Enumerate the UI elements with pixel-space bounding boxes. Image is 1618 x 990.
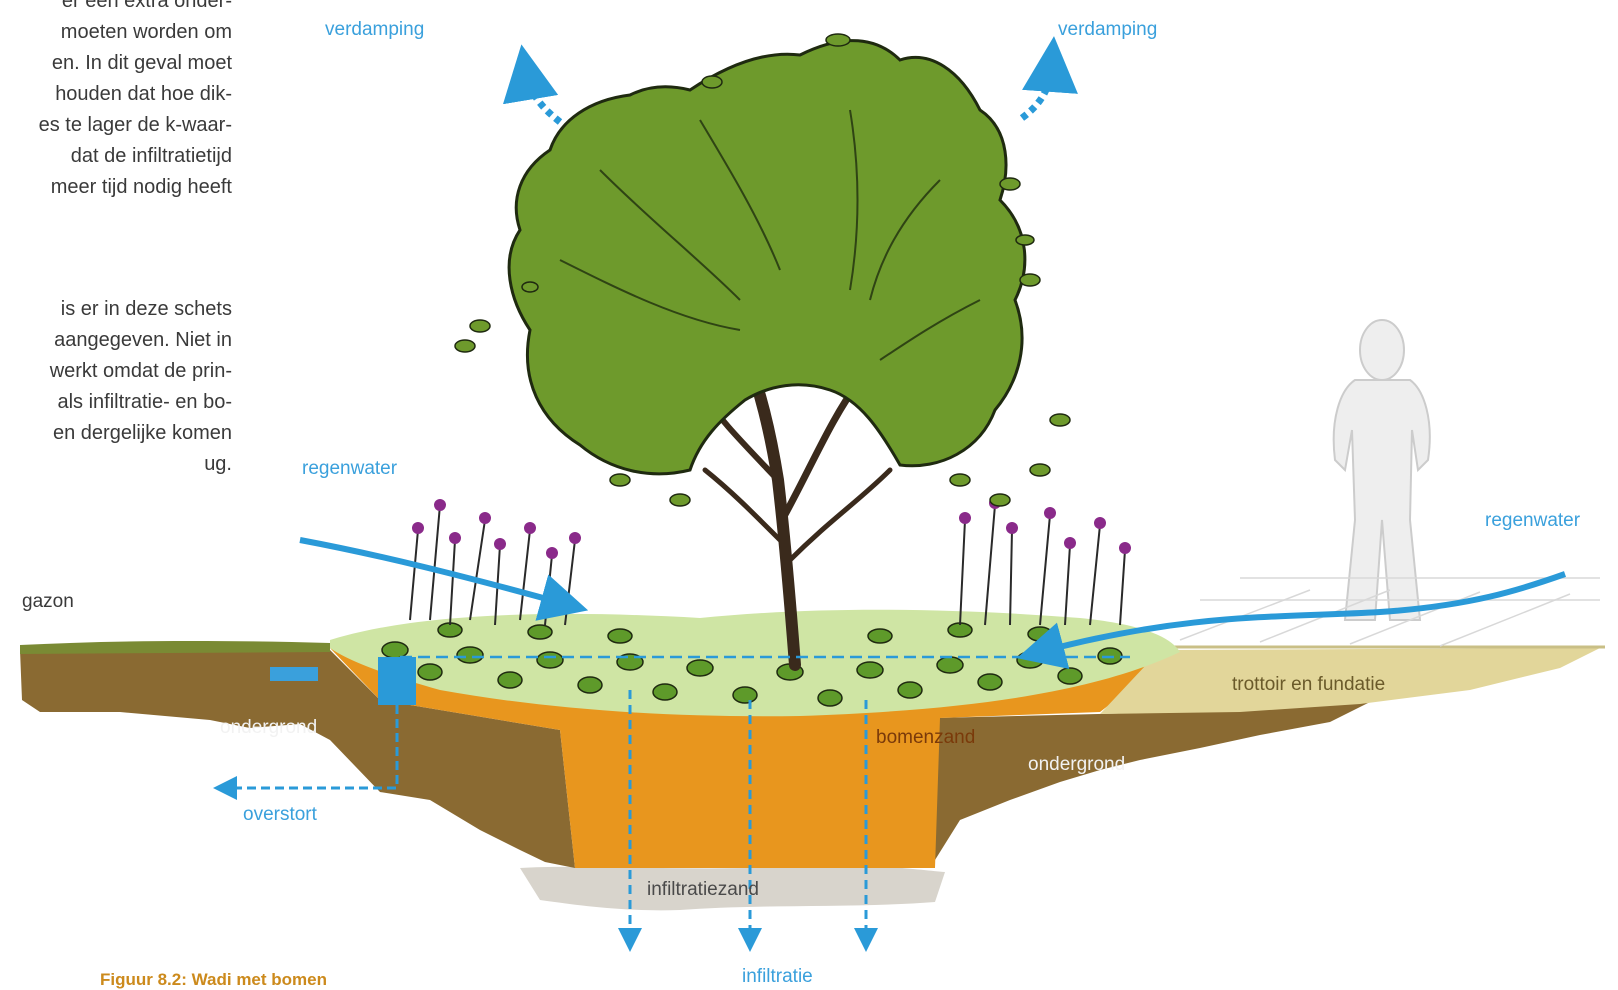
label-regenwater-left: regenwater [302,458,398,479]
flowering-plants-left [410,505,575,625]
label-overstort: overstort [243,804,318,825]
label-trottoir: trottoir en fundatie [1232,674,1385,695]
overflow-box-label-bg [270,667,318,681]
label-verdamping-left: verdamping [325,19,424,40]
label-ondergrond-right: ondergrond [1028,754,1125,775]
evaporation-arrow-right [1022,64,1052,118]
flower-heads-right [959,497,1131,554]
soil-right [935,702,1370,860]
label-infiltratie: infiltratie [742,966,813,987]
label-bomenzand: bomenzand [876,727,975,748]
label-infiltratiezand: infiltratiezand [647,879,759,900]
label-verdamping-right: verdamping [1058,19,1157,40]
grass-line-left [20,641,330,654]
overflow-box [378,657,416,705]
label-gazon: gazon [22,591,74,612]
label-regenwater-right: regenwater [1485,510,1581,531]
label-ondergrond-left: ondergrond [220,717,317,738]
figure-caption: Figuur 8.2: Wadi met bomen [100,970,327,990]
evaporation-arrow-left [526,72,560,122]
person-silhouette [1334,320,1430,620]
